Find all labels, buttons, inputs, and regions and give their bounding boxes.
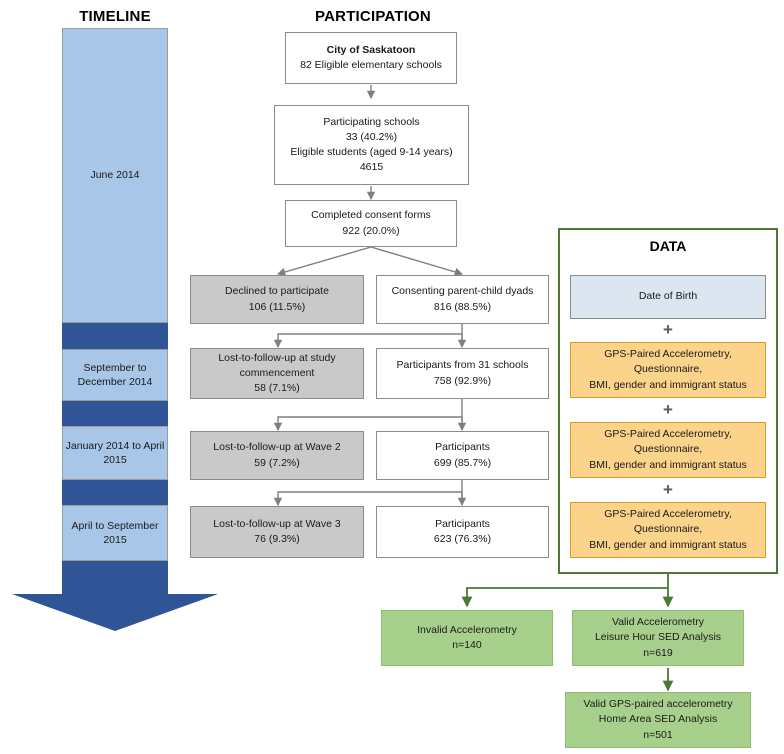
timeline-segment-sep-dec-2014: September to December 2014 <box>62 349 168 401</box>
node-line-3: BMI, gender and immigrant status <box>589 458 747 471</box>
node-line-1: GPS-Paired Accelerometry, <box>604 428 732 441</box>
timeline-segment-label: January 2014 to <box>65 439 141 452</box>
node-line-1: Lost-to-follow-up at Wave 3 <box>213 517 341 530</box>
timeline-segment-label-2: April 2015 <box>103 439 165 466</box>
node-line-2: Home Area SED Analysis <box>598 713 718 726</box>
node-data-wave-2: GPS-Paired Accelerometry, Questionnaire,… <box>570 422 766 478</box>
node-completed-consent-forms: Completed consent forms 922 (20.0%) <box>285 200 457 247</box>
node-line-3: n=501 <box>643 728 673 741</box>
node-line-1: City of Saskatoon <box>326 43 416 56</box>
node-line-1: Valid Accelerometry <box>611 616 704 629</box>
node-line-1: Participants <box>435 517 490 530</box>
node-line-2: 106 (11.5%) <box>248 300 306 313</box>
node-line-2: 623 (76.3%) <box>433 533 492 545</box>
plus-icon-3: + <box>663 480 673 499</box>
node-valid-accelerometry-leisure: Valid Accelerometry Leisure Hour SED Ana… <box>572 610 744 666</box>
node-invalid-accelerometry: Invalid Accelerometry n=140 <box>381 610 553 666</box>
node-line-2: 816 (88.5%) <box>433 300 492 313</box>
node-line-3: BMI, gender and immigrant status <box>589 378 747 391</box>
data-panel-title: DATA <box>649 238 687 254</box>
node-participating-schools: Participating schools 33 (40.2%) Eligibl… <box>274 105 469 185</box>
node-line-1: Completed consent forms <box>311 209 431 222</box>
timeline-column-title: TIMELINE <box>79 8 151 25</box>
node-line-2: Questionnaire, <box>633 443 703 456</box>
node-line-4: 4615 <box>359 161 384 174</box>
participation-column-title: PARTICIPATION <box>315 8 431 25</box>
node-line-2: 699 (85.7%) <box>433 456 492 469</box>
timeline-segment-label: September to <box>83 361 147 374</box>
node-line-2: 33 (40.2%) <box>345 130 398 143</box>
node-line-3: BMI, gender and immigrant status <box>589 538 747 551</box>
timeline-separator-3 <box>62 480 168 505</box>
node-line-3: n=619 <box>643 646 673 659</box>
plus-icon-1: + <box>663 320 673 339</box>
node-participants-from-31-schools: Participants from 31 schools 758 (92.9%) <box>376 348 549 399</box>
node-date-of-birth: Date of Birth <box>570 275 766 319</box>
node-line-1: Lost-to-follow-up at study <box>218 351 336 364</box>
node-line-3: 58 (7.1%) <box>254 382 300 395</box>
timeline-segment-apr-sep-2015: April to September 2015 <box>62 505 168 561</box>
node-line-1: Consenting parent-child dyads <box>391 285 534 298</box>
node-line-3: Eligible students (aged 9-14 years) <box>290 146 453 158</box>
node-lost-wave-3: Lost-to-follow-up at Wave 3 76 (9.3%) <box>190 506 364 558</box>
node-line-2: Questionnaire, <box>633 523 703 536</box>
timeline-segment-label-2: December 2014 <box>77 376 153 388</box>
node-line-1: Participating schools <box>323 115 420 128</box>
timeline-arrow-icon <box>12 561 218 631</box>
timeline-segment-jan-apr-2015: January 2014 to April 2015 <box>62 426 168 480</box>
node-line-2: n=140 <box>452 639 482 651</box>
node-line-2: 758 (92.9%) <box>433 374 492 387</box>
timeline-segment-june-2014: June 2014 <box>62 28 168 323</box>
node-line-1: Participants from 31 schools <box>396 359 529 372</box>
node-consenting-dyads: Consenting parent-child dyads 816 (88.5%… <box>376 275 549 324</box>
node-lost-wave-2: Lost-to-follow-up at Wave 2 59 (7.2%) <box>190 431 364 480</box>
node-line-1: Declined to participate <box>225 285 329 298</box>
plus-icon-2: + <box>663 400 673 419</box>
node-participants-wave-3: Participants 623 (76.3%) <box>376 506 549 558</box>
timeline-separator-1 <box>62 323 168 349</box>
node-line-2: 76 (9.3%) <box>254 533 300 545</box>
node-line-2: Leisure Hour SED Analysis <box>594 631 722 644</box>
node-line-1: Lost-to-follow-up at Wave 2 <box>213 441 341 454</box>
node-lost-at-commencement: Lost-to-follow-up at study commencement … <box>190 348 364 399</box>
node-participants-wave-2: Participants 699 (85.7%) <box>376 431 549 480</box>
node-line-1: Valid GPS-paired accelerometry <box>583 698 733 711</box>
node-data-wave-3: GPS-Paired Accelerometry, Questionnaire,… <box>570 502 766 558</box>
timeline-separator-2 <box>62 401 168 426</box>
node-data-wave-1: GPS-Paired Accelerometry, Questionnaire,… <box>570 342 766 398</box>
node-line-2: commencement <box>239 366 315 379</box>
timeline-segment-label-2: September 2015 <box>103 519 159 546</box>
node-line-2: 59 (7.2%) <box>254 456 300 469</box>
node-city-of-saskatoon: City of Saskatoon 82 Eligible elementary… <box>285 32 457 84</box>
timeline-segment-label: April to <box>71 519 105 532</box>
node-line-1: GPS-Paired Accelerometry, <box>604 348 732 361</box>
node-declined-to-participate: Declined to participate 106 (11.5%) <box>190 275 364 324</box>
node-line-1: Participants <box>435 441 490 454</box>
node-line-2: 922 (20.0%) <box>342 224 400 237</box>
node-valid-gps-home-area: Valid GPS-paired accelerometry Home Area… <box>565 692 751 748</box>
timeline-segment-label: June 2014 <box>90 169 140 182</box>
node-line-1: GPS-Paired Accelerometry, <box>604 508 732 521</box>
node-line-2: 82 Eligible elementary schools <box>300 59 442 71</box>
node-line-2: Questionnaire, <box>633 363 703 376</box>
node-line-1: Date of Birth <box>638 290 698 303</box>
node-line-1: Invalid Accelerometry <box>417 623 517 636</box>
